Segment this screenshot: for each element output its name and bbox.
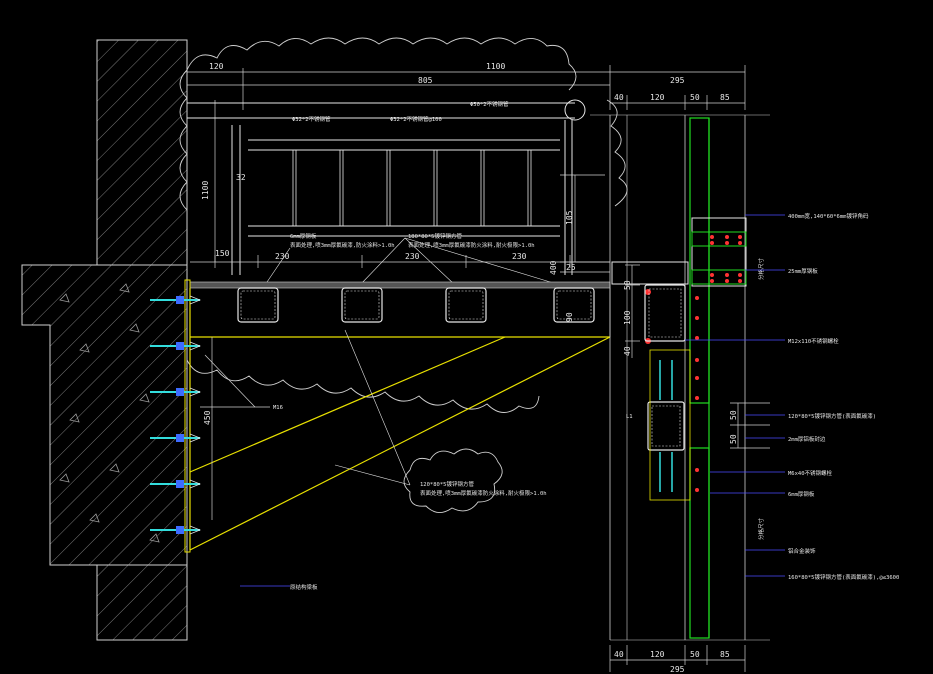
dim-50b: 50 [729,410,738,420]
right-label-2: 25mm厚钢板 [788,267,818,275]
dim-230c: 230 [512,252,527,261]
dim-150: 150 [215,249,230,258]
label-rail-mid1: Φ32*2不锈钢管 [292,115,331,123]
angle-label: L1 [626,414,633,420]
dim-32: 32 [236,173,246,182]
brace-note-2: 表面处理,喷3mm厚氟碳漆防火涂料,耐火极限>1.0h [420,489,547,497]
beam-note-leaders [264,237,561,286]
vert-label-2: 分格尺寸 [757,517,765,540]
label-rail-mid2: Φ32*2不锈钢管@100 [390,115,442,123]
right-label-5: 2mm厚铝板封边 [788,435,826,443]
dim-1100-left: 1100 [201,181,210,200]
wall-section [21,39,188,641]
right-label-6: M6x40不锈钢螺栓 [788,469,833,477]
revision-cloud [179,37,628,513]
brace-note-1: 120*80*5镀锌钢方管 [420,480,474,488]
dim-230a: 230 [275,252,290,261]
dim-40-top: 40 [614,93,624,102]
deck-dims [190,255,610,268]
dim-50c: 50 [729,434,738,444]
deck-beam [189,281,611,550]
dim-100: 100 [623,310,632,325]
bolt-dims [200,337,270,520]
railing [187,99,586,275]
right-label-7: 6mm厚钢板 [788,490,815,498]
diagonal-brace [189,336,611,551]
vert-label-1: 分格尺寸 [757,257,765,280]
brace-note-leaders [334,329,411,486]
beam-note-2: 表面处理,喷3mm厚氟碳漆,防火涂料>1.0h [290,241,395,249]
dim-295-bottom: 295 [670,665,685,674]
dim-1100-top: 1100 [486,62,505,71]
right-label-1: 400mm宽,140*60*6mm镀锌角码 [788,212,869,220]
right-label-8: 铝合金装饰 [788,547,816,555]
facade-vertical-dims [625,264,770,449]
dim-400: 400 [549,260,558,275]
dim-450: 450 [203,410,212,425]
right-label-3: M12x110不锈钢螺栓 [788,337,839,345]
label-rail-top: Φ50*2不锈钢管 [470,100,509,108]
embed-plate [150,279,201,553]
top-dimensions [186,65,746,110]
right-label-9: 160*80*5镀锌钢方管(表面氟碳漆),@≤3600 [788,573,899,581]
facade-section [590,114,770,641]
dim-50-col: 50 [690,93,700,102]
dim-90: 90 [565,312,574,322]
dim-25: 25 [566,263,576,272]
dim-85-bottom: 85 [720,650,730,659]
beam-note-1: 6mm厚钢板 [290,232,317,240]
dim-120-bottom: 120 [650,650,665,659]
dim-40-bottom: 40 [614,650,624,659]
dim-105: 105 [565,210,574,225]
dim-85-col: 85 [720,93,730,102]
bottom-dims [609,645,746,672]
dim-50a: 50 [623,280,632,290]
dim-295-top: 295 [670,76,685,85]
tube-note-1: 180*80*5镀锌钢方管 [408,232,462,240]
tube-note-2: 表面处理,喷3mm厚氟碳漆防火涂料,耐火极限>1.0h [408,241,535,249]
dim-50-bottom: 50 [690,650,700,659]
dim-120-top: 120 [209,62,224,71]
dim-40v: 40 [623,346,632,356]
bottom-label: 原结构梁板 [290,583,318,591]
right-label-4: 120*80*5镀锌钢方管(表面氟碳漆) [788,412,876,420]
dim-230b: 230 [405,252,420,261]
dim-805: 805 [418,76,433,85]
right-leaders [685,214,785,577]
dim-120-col: 120 [650,93,665,102]
bolt-label: M16 [273,405,283,411]
